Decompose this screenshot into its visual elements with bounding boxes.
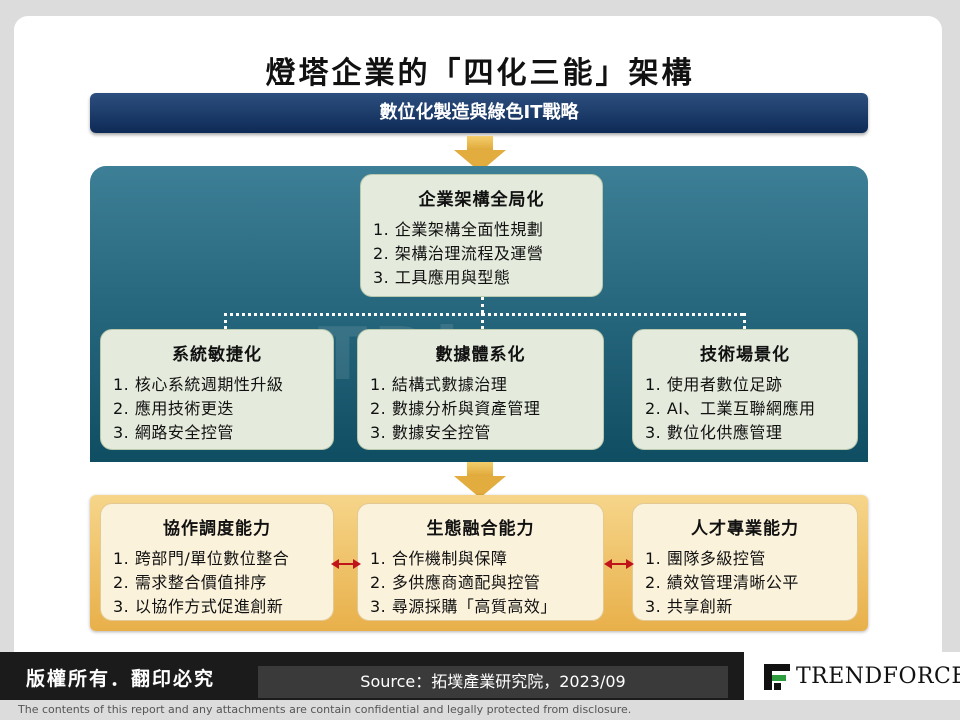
- list-item: 3. 工具應用與型態: [373, 268, 511, 287]
- list-item: 3. 數據安全控管: [370, 423, 491, 442]
- list-item: 2. 績效管理清晰公平: [645, 573, 799, 592]
- list-item: 1. 使用者數位足跡: [645, 375, 783, 394]
- box-enterprise-architecture: 企業架構全局化 1. 企業架構全面性規劃 2. 架構治理流程及運營 3. 工具應…: [360, 174, 603, 297]
- list-item: 2. 架構治理流程及運營: [373, 244, 544, 263]
- trendforce-mark-icon: [764, 664, 790, 690]
- list-item: 3. 網路安全控管: [113, 423, 234, 442]
- box-title: 生態融合能力: [426, 519, 535, 539]
- footer-bar: 版權所有．翻印必究 Source：拓墣產業研究院，2023/09 TRENDFO…: [0, 652, 960, 700]
- list-item: 1. 核心系統週期性升級: [113, 375, 284, 394]
- logo-text: TRENDFORCE: [796, 664, 960, 689]
- list-item: 3. 尋源採購「高質高效」: [370, 597, 557, 616]
- box-ecosystem-capability: 生態融合能力 1. 合作機制與保障 2. 多供應商適配與控管 3. 尋源採購「高…: [357, 503, 604, 621]
- list-item: 2. 需求整合價值排序: [113, 573, 267, 592]
- box-title: 協作調度能力: [163, 519, 271, 539]
- page-title: 燈塔企業的「四化三能」架構: [265, 56, 695, 91]
- box-title: 人才專業能力: [691, 519, 799, 539]
- connector-right: [743, 313, 746, 329]
- source-note: Source：拓墣產業研究院，2023/09: [258, 666, 728, 698]
- list-item: 1. 團隊多級控管: [645, 549, 766, 568]
- box-data-systematization: 數據體系化 1. 結構式數據治理 2. 數據分析與資產管理 3. 數據安全控管: [357, 329, 604, 450]
- list-item: 1. 合作機制與保障: [370, 549, 508, 568]
- list-item: 3. 以協作方式促進創新: [113, 597, 284, 616]
- list-item: 1. 企業架構全面性規劃: [373, 220, 544, 239]
- box-technology-scenarios: 技術場景化 1. 使用者數位足跡 2. AI、工業互聯網應用 3. 數位化供應管…: [632, 329, 858, 450]
- list-item: 1. 結構式數據治理: [370, 375, 508, 394]
- connector-left: [224, 313, 227, 329]
- list-item: 2. AI、工業互聯網應用: [645, 399, 816, 418]
- box-title: 系統敏捷化: [172, 345, 262, 365]
- list-item: 1. 跨部門/單位數位整合: [113, 549, 290, 568]
- double-arrow-icon: [604, 558, 634, 570]
- box-collaboration-capability: 協作調度能力 1. 跨部門/單位數位整合 2. 需求整合價值排序 3. 以協作方…: [100, 503, 334, 621]
- box-talent-capability: 人才專業能力 1. 團隊多級控管 2. 績效管理清晰公平 3. 共享創新: [632, 503, 858, 621]
- strategy-banner: 數位化製造與綠色IT戰略: [90, 93, 868, 133]
- list-item: 3. 共享創新: [645, 597, 733, 616]
- connector-top: [481, 297, 484, 313]
- double-arrow-icon: [331, 558, 361, 570]
- copyright-notice: 版權所有．翻印必究: [26, 668, 216, 690]
- box-system-agility: 系統敏捷化 1. 核心系統週期性升級 2. 應用技術更迭 3. 網路安全控管: [100, 329, 334, 450]
- trendforce-logo: TRENDFORCE: [744, 652, 960, 700]
- box-title: 技術場景化: [700, 345, 790, 365]
- connector-center: [481, 313, 484, 329]
- list-item: 2. 數據分析與資產管理: [370, 399, 541, 418]
- box-title: 企業架構全局化: [418, 190, 545, 210]
- box-title: 數據體系化: [435, 345, 526, 365]
- list-item: 2. 多供應商適配與控管: [370, 573, 541, 592]
- disclaimer: The contents of this report and any atta…: [18, 703, 632, 716]
- list-item: 3. 數位化供應管理: [645, 423, 783, 442]
- list-item: 2. 應用技術更迭: [113, 399, 234, 418]
